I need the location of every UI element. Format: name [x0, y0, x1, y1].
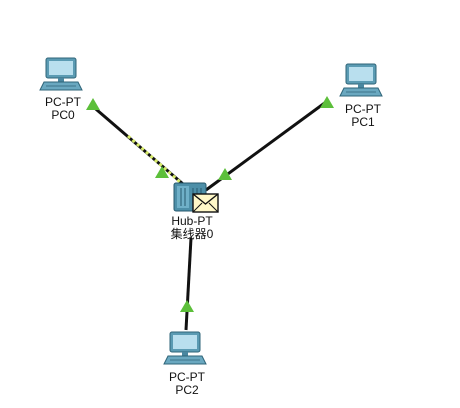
pc2-device[interactable]: [163, 331, 207, 365]
pc1-device[interactable]: [339, 63, 383, 97]
link-pc0-hub0[interactable]: [86, 98, 191, 192]
link-up-indicator-pc1: [320, 96, 334, 108]
hub0-label: Hub-PT 集线器0: [171, 215, 214, 241]
traffic-animation: [127, 134, 189, 191]
pc1-name: PC1: [351, 115, 375, 129]
hub0-model: Hub-PT: [171, 214, 213, 228]
link-up-indicator-hub0-port0: [155, 166, 169, 178]
pc1-model: PC-PT: [345, 102, 381, 116]
hub0-name: 集线器0: [170, 227, 214, 241]
pc2-name: PC2: [175, 383, 199, 397]
pc-icon: [339, 63, 383, 97]
pc0-label: PC-PT PC0: [45, 96, 81, 122]
pc0-name: PC0: [51, 108, 75, 122]
pc2-label: PC-PT PC2: [169, 371, 205, 397]
pc0-device[interactable]: [39, 57, 83, 91]
envelope-icon[interactable]: [192, 193, 219, 213]
link-pc1-hub0[interactable]: [205, 96, 334, 192]
link-up-indicator-hub0-port1: [218, 168, 232, 180]
cable-pc2-hub0[interactable]: [184, 237, 193, 331]
pc-icon: [39, 57, 83, 91]
link-pc2-hub0[interactable]: [180, 237, 194, 331]
pc1-label: PC-PT PC1: [345, 103, 381, 129]
link-up-indicator-pc0: [86, 98, 100, 110]
pc-icon: [163, 331, 207, 365]
pc0-model: PC-PT: [45, 95, 81, 109]
pc2-model: PC-PT: [169, 370, 205, 384]
link-up-indicator-hub0-port2: [180, 300, 194, 312]
